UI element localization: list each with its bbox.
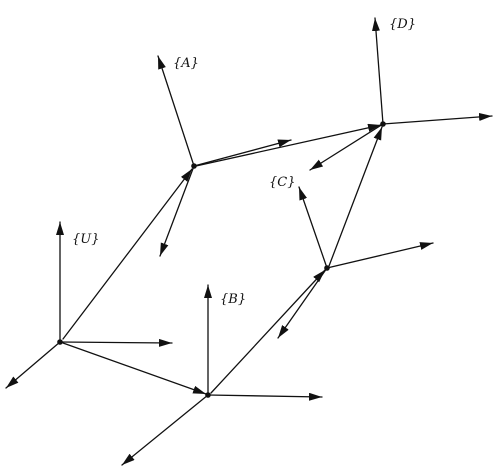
frame-d-origin: [380, 121, 386, 127]
frame-label-a: {A}: [173, 56, 199, 71]
vector-u-to-b: [62, 342, 207, 395]
frame-a-origin: [191, 163, 197, 169]
frame-b-axis-right: [207, 392, 323, 401]
frame-b: [121, 284, 323, 466]
frame-b-origin: [205, 392, 211, 398]
frame-d-axis-up: [371, 17, 384, 125]
frame-c-axis-right: [326, 242, 434, 269]
frame-u: [5, 221, 173, 389]
vector-b-to-c: [210, 269, 326, 394]
frame-d-axis-right: [382, 112, 493, 125]
frame-c-origin: [324, 265, 330, 271]
vector-c-to-d: [328, 126, 383, 267]
frame-u-axis-right: [59, 338, 173, 347]
connecting-vectors: [62, 123, 383, 395]
frame-a-axis-up: [157, 55, 195, 167]
frame-label-b: {B}: [220, 292, 247, 307]
frame-label-u: {U}: [72, 232, 100, 247]
frame-b-axis-out: [121, 394, 209, 466]
frame-d-axis-back: [309, 123, 384, 171]
frame-c-axis-down: [277, 267, 328, 339]
frame-c: [277, 186, 434, 339]
frame-a-axis-down: [159, 165, 195, 257]
frame-c-axis-up: [298, 186, 328, 269]
vector-u-to-a: [62, 168, 193, 340]
vector-a-to-d: [195, 123, 382, 167]
frame-u-origin: [57, 339, 63, 345]
frame-d: [309, 17, 493, 171]
frame-a-axis-right: [193, 139, 292, 167]
frame-a: [157, 55, 292, 257]
frame-u-axis-out: [5, 341, 61, 389]
frame-label-c: {C}: [269, 175, 296, 190]
frame-label-d: {D}: [389, 17, 416, 32]
